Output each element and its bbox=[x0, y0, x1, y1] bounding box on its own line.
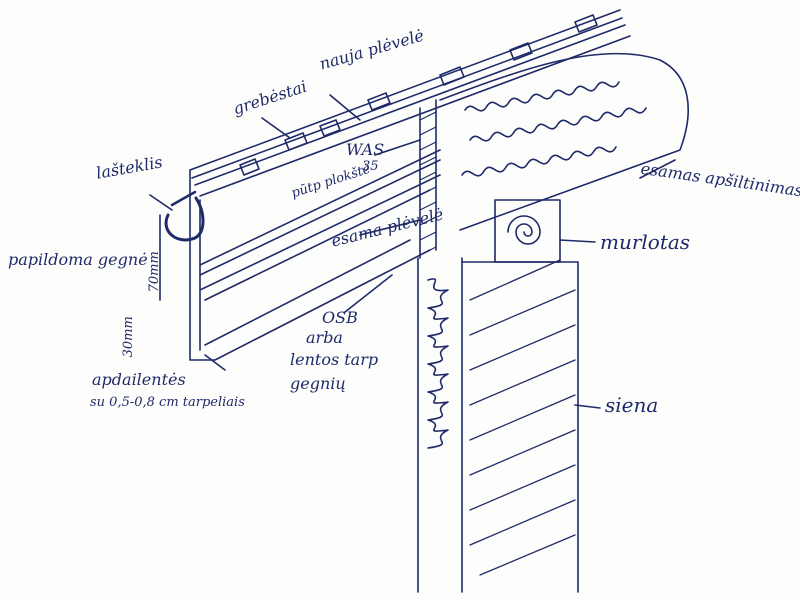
label-apdailentes: apdailentės bbox=[92, 370, 186, 389]
roof-surface-line-2 bbox=[191, 17, 623, 179]
label-osb-gegniu: gegnių bbox=[290, 374, 346, 393]
gutter bbox=[164, 196, 205, 242]
esama-pleve-leader bbox=[359, 219, 421, 236]
label-osb-arba: arba bbox=[306, 328, 343, 347]
label-dim-30mm: 30mm bbox=[120, 316, 136, 358]
label-was-size: 35 bbox=[362, 159, 379, 174]
was-board-hatch bbox=[419, 111, 437, 256]
eave-box-outer bbox=[189, 169, 431, 361]
rafter-bottom bbox=[199, 174, 441, 291]
roof-surface-line bbox=[189, 9, 621, 171]
label-osb-lentos: lentos tarp bbox=[290, 350, 379, 369]
gutter-hook bbox=[170, 190, 197, 207]
batten-blocks bbox=[239, 14, 598, 176]
insulation-wave-2 bbox=[469, 107, 647, 142]
label-dim-70mm: 70mm bbox=[146, 251, 162, 293]
siena-leader bbox=[574, 404, 601, 409]
rafter-top-2 bbox=[199, 159, 441, 276]
grebestai-leader bbox=[261, 117, 291, 139]
insulation-wave-3 bbox=[461, 146, 617, 177]
osb-leader bbox=[344, 274, 393, 313]
wall-structure-box bbox=[461, 261, 579, 593]
soffit-line bbox=[204, 239, 411, 346]
apsiltinimas-leader bbox=[639, 159, 676, 179]
wall-plate-swirl bbox=[507, 215, 541, 245]
insulation-top-boundary bbox=[439, 52, 689, 231]
was-leader bbox=[374, 139, 421, 156]
apdailentes-leader bbox=[204, 354, 226, 371]
label-papildoma-gegne: papildoma gegnė bbox=[8, 250, 148, 269]
pleve-leader bbox=[329, 94, 361, 121]
rafter-top bbox=[199, 149, 441, 266]
label-osb: OSB bbox=[322, 308, 358, 327]
wall-plate-box bbox=[494, 199, 561, 263]
rafter-bottom-2 bbox=[204, 189, 431, 301]
label-was: WAS bbox=[346, 140, 385, 159]
roof-surface-line-3 bbox=[194, 24, 626, 186]
label-tarpelis: su 0,5-0,8 cm tarpeliais bbox=[90, 395, 245, 410]
label-murlotas: murlotas bbox=[600, 230, 691, 254]
murlotas-leader bbox=[559, 239, 596, 243]
label-siena: siena bbox=[605, 393, 659, 417]
insulation-wave bbox=[464, 81, 620, 112]
lasteklis-leader bbox=[149, 194, 173, 211]
wall-insulation-wave bbox=[427, 278, 449, 449]
wall-hatch bbox=[469, 259, 576, 576]
roof-batten-line bbox=[199, 35, 631, 197]
